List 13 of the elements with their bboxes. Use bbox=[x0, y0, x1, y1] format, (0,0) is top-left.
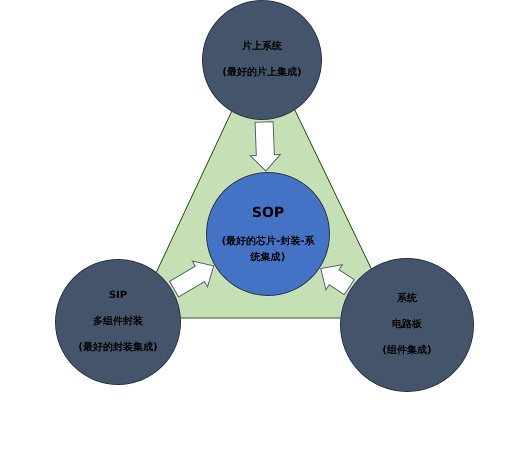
node-label: (最好的片上集成) bbox=[222, 66, 302, 80]
node-label: SIP bbox=[108, 289, 128, 303]
block-arrow bbox=[249, 121, 282, 172]
node-label: (最好的芯片-封装-系统集成) bbox=[220, 234, 316, 266]
node-label: 电路板 bbox=[392, 318, 422, 332]
node-label: 系统 bbox=[397, 292, 417, 306]
node-label: 多组件封装 bbox=[93, 314, 143, 329]
block-arrow bbox=[320, 264, 355, 296]
node-label: (最好的封装集成) bbox=[78, 340, 158, 355]
block-arrow bbox=[169, 260, 214, 298]
node-label: 片上系统 bbox=[242, 40, 282, 54]
node-label: SOP bbox=[252, 204, 284, 223]
node-label: (组件集成) bbox=[382, 344, 432, 358]
